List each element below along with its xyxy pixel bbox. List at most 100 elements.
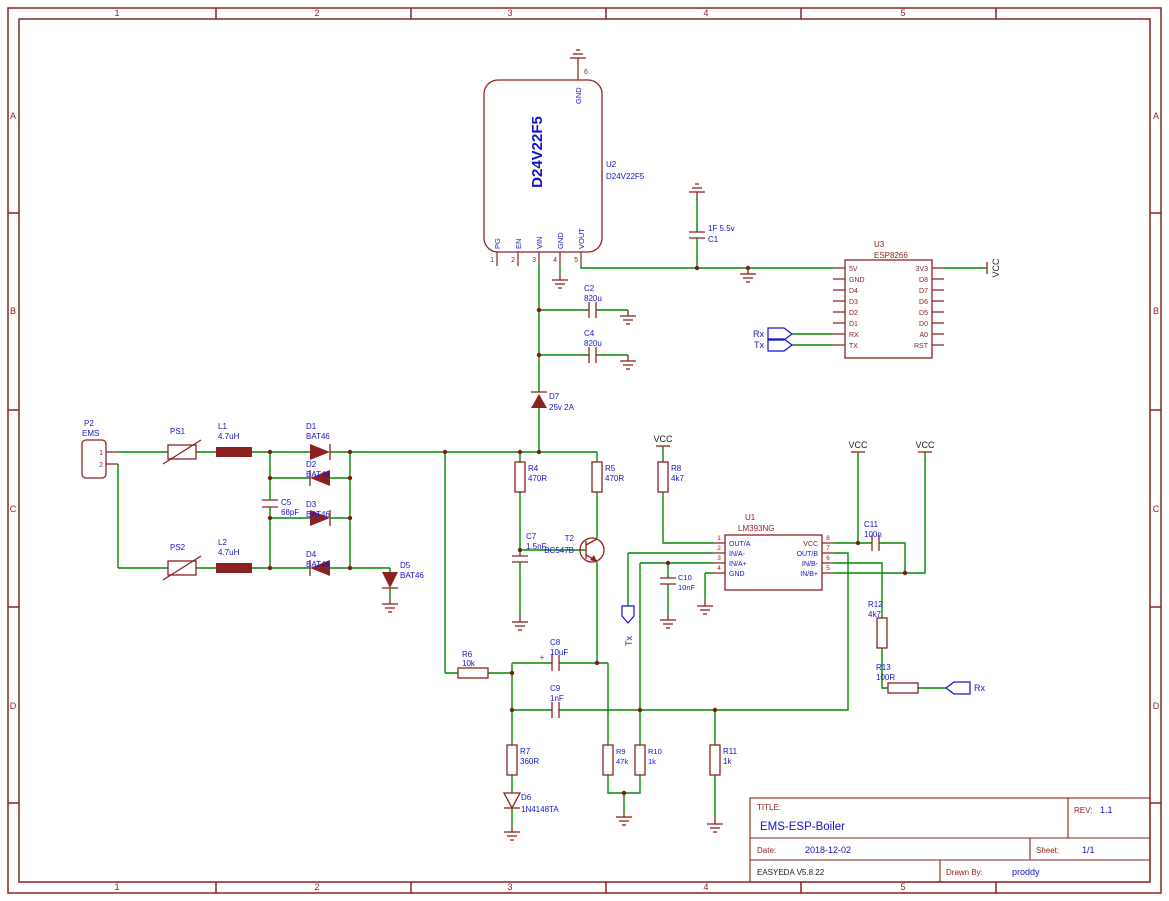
component-d1[interactable]: D1 BAT46 xyxy=(306,422,331,460)
frame-col-label: 3 xyxy=(507,882,512,892)
component-c9[interactable]: C9 1nF xyxy=(550,684,564,718)
component-c7[interactable]: C7 1.5nF xyxy=(512,532,547,563)
frame-row-label: C xyxy=(10,504,17,514)
c8-ref-label: C8 xyxy=(550,638,561,647)
component-l1[interactable]: L1 4.7uH xyxy=(216,422,252,457)
component-t2[interactable]: T2 BC547B xyxy=(544,534,605,563)
u1-pin-name: IN/B+ xyxy=(800,571,818,578)
component-u1-lm393[interactable]: 1 2 3 4 8 7 6 5 OUT/A IN/A- IN/A+ GND VC… xyxy=(713,513,834,591)
r8-value-label: 4k7 xyxy=(671,474,684,483)
component-r4[interactable]: R4 470R xyxy=(514,461,547,493)
c8-polarity-mark: + xyxy=(540,653,545,662)
c10-ref-label: C10 xyxy=(678,573,692,582)
t2-value-label: BC547B xyxy=(544,546,574,555)
t2-ref-label: T2 xyxy=(565,534,575,543)
r10-ref-label: R10 xyxy=(648,747,662,756)
d2-ref-label: D2 xyxy=(306,460,317,469)
component-r5[interactable]: R5 470R xyxy=(591,461,624,493)
net-flags[interactable]: Rx Tx Tx Rx xyxy=(621,327,985,695)
vcc-flag[interactable]: VCC xyxy=(986,258,1001,278)
r10-value-label: 1k xyxy=(648,757,656,766)
u2-pin-number: 4 xyxy=(553,257,557,264)
component-ps1[interactable]: PS1 xyxy=(162,427,202,465)
schematic-wires[interactable] xyxy=(117,198,987,826)
frame-col-label: 4 xyxy=(703,882,708,892)
u1-pin-name: GND xyxy=(729,571,745,578)
component-c8[interactable]: C8 10uF + xyxy=(540,638,569,671)
u1-pin-number: 7 xyxy=(826,545,830,552)
d3-value-label: BAT46 xyxy=(306,510,330,519)
component-d3[interactable]: D3 BAT46 xyxy=(306,500,331,526)
p2-pin-number: 2 xyxy=(99,462,103,469)
rx-flag-out[interactable]: Rx xyxy=(945,681,985,695)
vcc-flag[interactable]: VCC xyxy=(848,440,868,453)
r4-value-label: 470R xyxy=(528,474,547,483)
ground-symbols[interactable] xyxy=(381,49,757,841)
u3-pin-name: D3 xyxy=(849,299,858,306)
component-u3-esp8266[interactable]: 5V GND D4 D3 D2 D1 RX TX 3V3 D8 D7 D6 D5… xyxy=(833,240,944,359)
ground-icon xyxy=(615,810,633,826)
component-r6[interactable]: R6 10k xyxy=(457,650,489,679)
u1-pin-name: IN/A- xyxy=(729,551,746,558)
d2-value-label: BAT46 xyxy=(306,470,330,479)
component-d7[interactable]: D7 25v 2A xyxy=(531,391,575,412)
component-r13[interactable]: R13 100R xyxy=(876,663,919,694)
c10-value-label: 10nF xyxy=(678,583,696,592)
component-l2[interactable]: L2 4.7uH xyxy=(216,538,252,573)
c5-ref-label: C5 xyxy=(281,498,292,507)
component-r10[interactable]: R10 1k xyxy=(634,744,662,776)
component-r7[interactable]: R7 360R xyxy=(506,744,539,776)
component-c2[interactable]: C2 820u xyxy=(584,284,602,318)
vcc-label: VCC xyxy=(848,440,868,450)
vcc-label: VCC xyxy=(915,440,935,450)
title-label: TITLE: xyxy=(757,803,781,812)
r8-ref-label: R8 xyxy=(671,464,682,473)
r11-value-label: 1k xyxy=(723,757,732,766)
component-c5[interactable]: C5 68pF xyxy=(262,498,299,517)
component-c1[interactable]: 1F 5.5v C1 xyxy=(689,224,735,244)
component-d4[interactable]: D4 BAT46 xyxy=(306,550,330,576)
r4-ref-label: R4 xyxy=(528,464,539,473)
d5-ref-label: D5 xyxy=(400,561,411,570)
u2-pin-name: VOUT xyxy=(577,228,586,249)
frame-row-label: A xyxy=(1153,111,1159,121)
d7-value-label: 25v 2A xyxy=(549,403,575,412)
component-c4[interactable]: C4 820u xyxy=(584,329,602,363)
u1-pin-number: 3 xyxy=(717,555,721,562)
tx-flag-esp[interactable]: Tx xyxy=(754,338,793,352)
component-d2[interactable]: D2 BAT46 xyxy=(306,460,330,486)
ground-icon xyxy=(619,309,637,325)
component-c10[interactable]: C10 10nF xyxy=(660,573,696,592)
vcc-flag[interactable]: VCC xyxy=(653,434,673,447)
date-value: 2018-12-02 xyxy=(805,845,851,855)
component-r11[interactable]: R11 1k xyxy=(709,744,738,776)
ps1-ref-label: PS1 xyxy=(170,427,186,436)
rx-flag-esp[interactable]: Rx xyxy=(753,327,793,341)
u3-pin-name: D0 xyxy=(919,321,928,328)
component-ps2[interactable]: PS2 xyxy=(162,543,202,581)
c2-ref-label: C2 xyxy=(584,284,595,293)
junction-dots xyxy=(267,265,908,796)
tx-flag-comparator[interactable]: Tx xyxy=(621,605,635,646)
u1-pin-number: 4 xyxy=(717,565,721,572)
r9-ref-label: R9 xyxy=(616,747,626,756)
l2-ref-label: L2 xyxy=(218,538,227,547)
component-c11[interactable]: C11 100n xyxy=(864,520,882,551)
c4-value-label: 820u xyxy=(584,339,602,348)
rev-value: 1.1 xyxy=(1100,805,1113,815)
c7-ref-label: C7 xyxy=(526,532,537,541)
component-r9[interactable]: R9 47k xyxy=(602,744,628,776)
component-p2[interactable]: 1 2 P2 EMS xyxy=(81,419,118,479)
component-d6[interactable]: D6 1N4148TA xyxy=(502,792,559,814)
r12-ref-label: R12 xyxy=(868,600,883,609)
ground-icon xyxy=(503,825,521,841)
u3-pin-name: D6 xyxy=(919,299,928,306)
component-r8[interactable]: R8 4k7 xyxy=(657,461,684,493)
u1-pin-number: 1 xyxy=(717,535,721,542)
component-r12[interactable]: R12 4k7 xyxy=(868,600,888,649)
component-u2-regulator[interactable]: D24V22F5 1 2 3 4 5 PG EN VIN GND VOUT 6 … xyxy=(483,64,645,266)
component-d5[interactable]: D5 BAT46 xyxy=(382,561,424,589)
vcc-flag[interactable]: VCC xyxy=(915,440,935,453)
vcc-flags[interactable]: VCC VCC VCC VCC xyxy=(653,258,1001,453)
